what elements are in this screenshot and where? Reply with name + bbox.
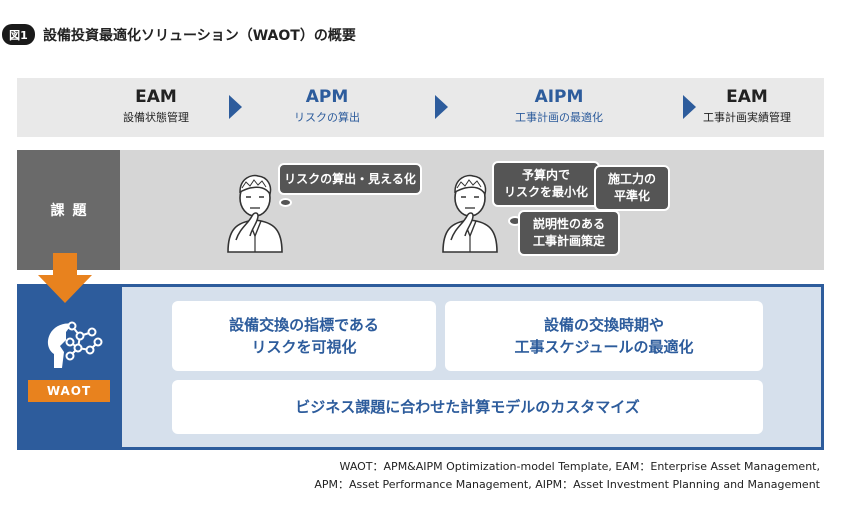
card-schedule-optimization: 設備の交換時期や 工事スケジュールの最適化	[445, 301, 763, 371]
thinking-person-icon	[227, 174, 283, 253]
stage-eam-start: EAM 設備状態管理	[123, 86, 189, 126]
stage-aipm: AIPM 工事計画の最適化	[515, 86, 603, 126]
thought-dot	[279, 198, 292, 207]
issue-panel: リスクの算出・見える化 予算内で リスクを最小化 施工力の 平準化 説明性のある…	[120, 150, 824, 270]
bubble-workload-leveling: 施工力の 平準化	[594, 165, 670, 211]
stage-name: APM	[305, 87, 349, 107]
footnote-line: WAOT：APM&AIPM Optimization-model Templat…	[339, 460, 820, 473]
footnote: WAOT：APM&AIPM Optimization-model Templat…	[260, 458, 820, 494]
issue-label: 課題	[17, 150, 120, 270]
stage-eam-end: EAM 工事計画実績管理	[703, 86, 791, 126]
down-arrow-icon	[38, 253, 92, 303]
waot-badge: WAOT	[28, 380, 110, 402]
network-head-icon	[47, 321, 103, 368]
card-model-customization: ビジネス課題に合わせた計算モデルのカスタマイズ	[172, 380, 763, 434]
stage-apm: APM リスクの算出	[294, 86, 360, 126]
stage-desc: リスクの算出	[294, 111, 360, 124]
stage-name: AIPM	[534, 87, 584, 107]
process-band: EAM 設備状態管理 APM リスクの算出 AIPM 工事計画の最適化 EAM …	[17, 78, 824, 137]
bubble-explainable-plan: 説明性のある 工事計画策定	[518, 210, 620, 256]
stage-desc: 設備状態管理	[123, 111, 189, 124]
stage-desc: 工事計画の最適化	[515, 111, 603, 124]
bubble-risk-visualization: リスクの算出・見える化	[278, 163, 422, 195]
stage-desc: 工事計画実績管理	[703, 111, 791, 124]
right-chevron-icon	[435, 95, 448, 119]
footnote-line: APM：Asset Performance Management, AIPM：A…	[314, 478, 820, 491]
thinking-person-icon	[442, 174, 498, 253]
stage-name: EAM	[726, 87, 768, 107]
figure-title: 設備投資最適化ソリューション（WAOT）の概要	[43, 28, 356, 44]
card-risk-visualization: 設備交換の指標である リスクを可視化	[172, 301, 436, 371]
figure-number-badge: 図1	[2, 24, 35, 45]
bubble-budget-risk-min: 予算内で リスクを最小化	[492, 161, 600, 207]
right-chevron-icon	[683, 95, 696, 119]
stage-name: EAM	[135, 87, 177, 107]
right-chevron-icon	[229, 95, 242, 119]
